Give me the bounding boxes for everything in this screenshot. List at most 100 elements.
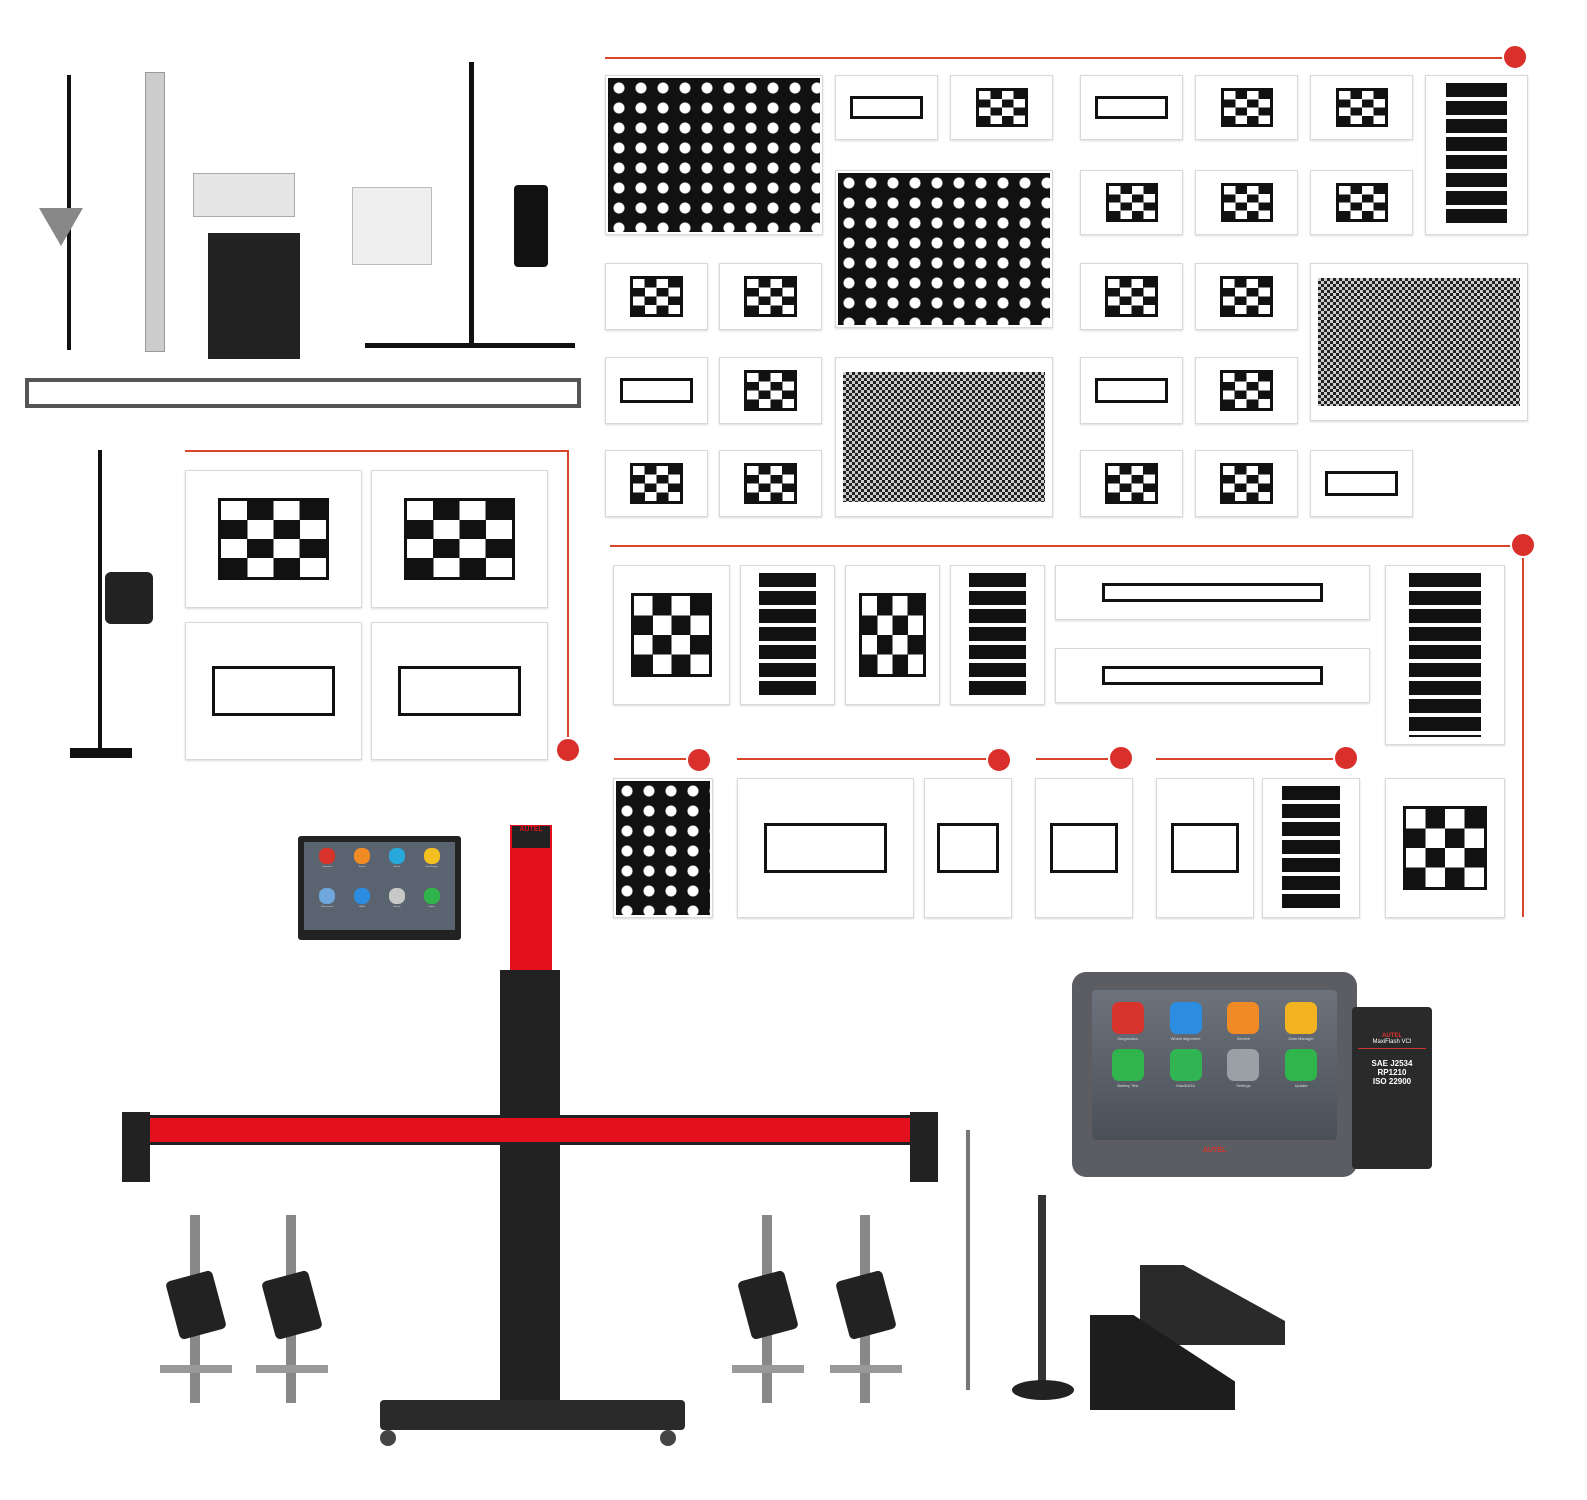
app-icon: Settings bbox=[382, 888, 413, 924]
target-panel bbox=[1080, 357, 1183, 424]
app-tile bbox=[354, 848, 371, 864]
checker-pattern bbox=[630, 593, 713, 677]
checker-pattern bbox=[1220, 88, 1273, 127]
checker-pattern bbox=[1335, 88, 1388, 127]
stand-base bbox=[365, 343, 575, 348]
app-label: MaxiFix bbox=[393, 866, 401, 868]
outline-target bbox=[1102, 665, 1323, 686]
bar-pattern bbox=[1409, 573, 1481, 737]
app-label: Diagnostics bbox=[1117, 1036, 1139, 1041]
outline-target bbox=[850, 95, 923, 120]
radar-stand-pole bbox=[469, 62, 474, 347]
caster-wheel-right bbox=[660, 1430, 676, 1446]
clamp-target bbox=[835, 1269, 897, 1341]
target-panel bbox=[835, 75, 938, 140]
black-target-board bbox=[208, 233, 300, 359]
target-panel bbox=[950, 565, 1045, 705]
target-panel bbox=[1195, 263, 1298, 330]
red-divider-line bbox=[610, 545, 1520, 547]
target-panel bbox=[1080, 263, 1183, 330]
clamp-foot bbox=[732, 1365, 804, 1373]
app-tile bbox=[1285, 1002, 1318, 1034]
app-tile bbox=[319, 848, 336, 864]
app-label: Measurement bbox=[321, 906, 334, 908]
clamp-foot bbox=[830, 1365, 902, 1373]
target-panel bbox=[1310, 450, 1413, 517]
steering-wheel-holder bbox=[966, 1130, 970, 1390]
target-panel bbox=[1156, 778, 1254, 918]
black-device bbox=[514, 185, 548, 267]
dot-pattern bbox=[838, 173, 1050, 325]
app-icon: Update bbox=[416, 888, 447, 924]
app-label: Diagnostics bbox=[322, 866, 333, 868]
app-label: Settings bbox=[1236, 1083, 1251, 1088]
app-icon: Service bbox=[347, 848, 378, 884]
app-label: Data Manager bbox=[425, 866, 438, 868]
dot-pattern bbox=[608, 78, 820, 232]
app-label: Wheel alignment bbox=[1170, 1036, 1201, 1041]
checker-pattern bbox=[218, 497, 329, 581]
wheel-clamp bbox=[732, 1215, 804, 1403]
outline-target bbox=[1170, 822, 1240, 874]
camera-stand-pole bbox=[98, 450, 102, 750]
wheel-clamp bbox=[830, 1215, 902, 1403]
caster-wheel-left bbox=[380, 1430, 396, 1446]
checker-pattern bbox=[743, 276, 798, 317]
red-divider-line bbox=[1522, 545, 1524, 917]
red-divider-line bbox=[185, 450, 568, 452]
app-label: ADAS bbox=[359, 906, 365, 908]
target-panel bbox=[1080, 170, 1183, 235]
target-panel bbox=[719, 450, 822, 517]
pedal-base bbox=[1012, 1380, 1074, 1400]
target-panel bbox=[605, 357, 708, 424]
vci-standard: SAE J2534 bbox=[1371, 1059, 1413, 1068]
target-panel bbox=[1195, 450, 1298, 517]
target-panel bbox=[1055, 648, 1370, 703]
app-label: MaxiDATA bbox=[1176, 1083, 1195, 1088]
vci-standard: ISO 22900 bbox=[1372, 1077, 1412, 1086]
dot-pattern bbox=[616, 781, 710, 915]
target-panel bbox=[1080, 75, 1183, 140]
app-tile bbox=[1285, 1049, 1318, 1081]
noise-pattern bbox=[843, 372, 1045, 502]
app-icon: MaxiDATA bbox=[1160, 1049, 1212, 1088]
target-panel bbox=[185, 470, 362, 608]
target-panel bbox=[1055, 565, 1370, 620]
target-panel bbox=[924, 778, 1012, 918]
app-icon: Measurement bbox=[312, 888, 343, 924]
category-icon bbox=[1333, 745, 1359, 771]
target-panel bbox=[1195, 357, 1298, 424]
target-panel bbox=[1262, 778, 1360, 918]
crossbar-end-left bbox=[122, 1112, 150, 1182]
brake-pedal-depressor bbox=[1038, 1195, 1046, 1385]
app-icon: Diagnostics bbox=[312, 848, 343, 884]
camera-target bbox=[105, 572, 153, 624]
app-tile bbox=[388, 888, 405, 904]
outline-target bbox=[1049, 822, 1119, 874]
checker-pattern bbox=[1219, 463, 1274, 504]
target-panel bbox=[605, 450, 708, 517]
clamp-target bbox=[165, 1269, 227, 1341]
target-panel bbox=[845, 565, 940, 705]
app-tile bbox=[1227, 1049, 1260, 1081]
target-panel bbox=[1310, 263, 1528, 421]
target-panel bbox=[740, 565, 835, 705]
target-panel bbox=[1425, 75, 1528, 235]
category-icon bbox=[555, 737, 581, 763]
outline-target bbox=[397, 666, 522, 716]
checker-pattern bbox=[1403, 806, 1487, 890]
app-tile bbox=[1111, 1049, 1144, 1081]
target-panel bbox=[950, 75, 1053, 140]
app-icon: ADAS bbox=[347, 888, 378, 924]
crossbar-end-right bbox=[910, 1112, 938, 1182]
target-panel bbox=[835, 357, 1053, 517]
app-tile bbox=[1227, 1002, 1260, 1034]
app-tile bbox=[1111, 1002, 1144, 1034]
wheel-clamp bbox=[256, 1215, 328, 1403]
camera-stand-base bbox=[70, 748, 132, 758]
app-label: Service bbox=[1236, 1036, 1251, 1041]
clamp-foot bbox=[256, 1365, 328, 1373]
checker-pattern bbox=[629, 276, 684, 317]
checker-pattern bbox=[1219, 370, 1274, 411]
app-tile bbox=[354, 888, 371, 904]
